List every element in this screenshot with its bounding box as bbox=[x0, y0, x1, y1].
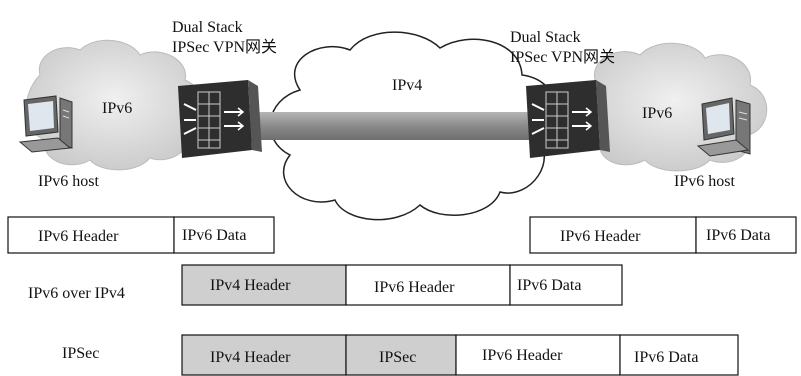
packet-ipv6-over-ipv4: IPv4 Header IPv6 Header IPv6 Data bbox=[181, 264, 623, 306]
left-host-computer-icon bbox=[18, 95, 73, 153]
packet-cell bbox=[7, 216, 175, 254]
right-host-label: IPv6 host bbox=[674, 173, 735, 190]
right-gateway-line2: IPSec VPN网关 bbox=[510, 48, 615, 66]
right-gateway-line1: Dual Stack bbox=[510, 29, 581, 46]
packet-ipsec: IPv4 Header IPSec IPv6 Header IPv6 Data bbox=[181, 334, 739, 376]
row-label-ipv6-over-ipv4: IPv6 over IPv4 bbox=[28, 285, 125, 302]
packet-cell bbox=[181, 334, 347, 376]
left-ipv6-label: IPv6 bbox=[102, 100, 132, 117]
packet-cell bbox=[345, 334, 457, 376]
ipsec-tunnel bbox=[248, 112, 538, 140]
ipv4-label: IPv4 bbox=[392, 77, 422, 94]
cell-ipv6-data: IPv6 Data bbox=[182, 227, 246, 244]
left-gateway-line1: Dual Stack bbox=[172, 19, 243, 36]
cell-ipv6-data: IPv6 Data bbox=[634, 349, 698, 366]
packet-cell bbox=[509, 264, 623, 306]
left-gateway-line2: IPSec VPN网关 bbox=[172, 38, 277, 56]
right-ipv6-cloud: IPv6 bbox=[581, 42, 768, 172]
cell-ipv6-data: IPv6 Data bbox=[706, 227, 770, 244]
cell-ipv6-data: IPv6 Data bbox=[517, 277, 581, 294]
right-gateway-icon bbox=[526, 80, 610, 158]
cell-ipv4-header: IPv4 Header bbox=[210, 349, 291, 366]
right-ipv6-label: IPv6 bbox=[642, 105, 672, 122]
cell-ipv4-header: IPv4 Header bbox=[210, 277, 291, 294]
packet-top-right: IPv6 Header IPv6 Data bbox=[529, 216, 797, 254]
packet-cell bbox=[173, 216, 275, 254]
cell-ipv6-header: IPv6 Header bbox=[560, 228, 641, 245]
packet-top-left: IPv6 Header IPv6 Data bbox=[7, 216, 275, 254]
cell-ipsec: IPSec bbox=[379, 349, 416, 366]
packet-cell bbox=[619, 334, 739, 376]
cell-ipv6-header: IPv6 Header bbox=[374, 279, 455, 296]
cell-ipv6-header: IPv6 Header bbox=[482, 347, 563, 364]
packet-cell bbox=[529, 216, 697, 254]
left-host-label: IPv6 host bbox=[38, 173, 99, 190]
row-label-ipsec: IPSec bbox=[62, 345, 99, 362]
right-host-computer-icon bbox=[696, 97, 751, 157]
cell-ipv6-header: IPv6 Header bbox=[38, 228, 119, 245]
packet-cell bbox=[695, 216, 797, 254]
packet-cell bbox=[181, 264, 347, 306]
left-gateway-icon bbox=[178, 80, 262, 158]
